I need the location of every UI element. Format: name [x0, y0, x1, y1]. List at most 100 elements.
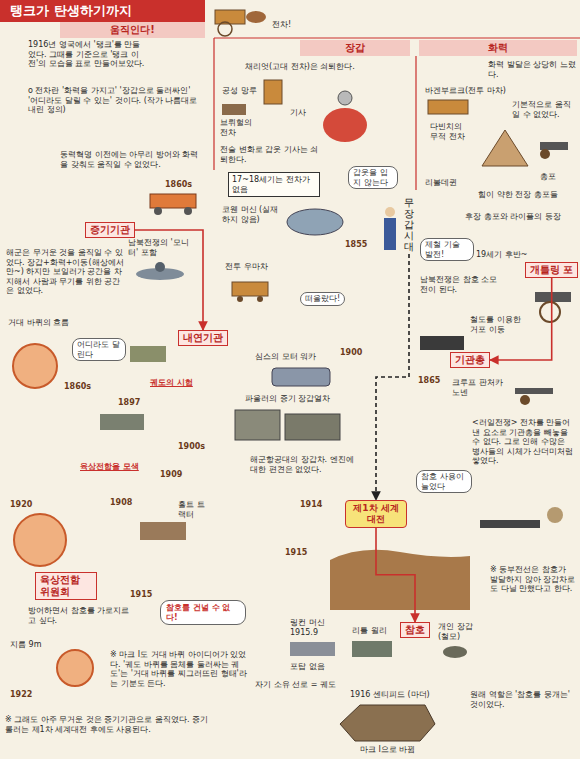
knight-figure — [323, 108, 367, 142]
category-box: 기관총 — [450, 352, 490, 368]
note-text: 개인 장갑 (철모) — [438, 622, 478, 641]
note-text: 링컨 머신 1915.9 — [290, 618, 345, 637]
giant-wheel — [14, 514, 66, 566]
wagenburg — [428, 100, 468, 114]
armored-train — [285, 414, 340, 440]
note-text: 전투 우마차 — [225, 262, 275, 272]
year-label: 1900s — [178, 442, 205, 452]
note-text: 심스의 모터 워카 — [255, 352, 316, 362]
note-text: 파울러의 증기 장갑열차 — [245, 394, 330, 404]
note-text: 방어하면서 참호를 가로지르고 싶다. — [28, 606, 133, 625]
cannon-figure — [540, 149, 550, 159]
node-text: 제1차 세계대전 — [350, 503, 402, 525]
note-text: 전술 변화로 갑옷 기사는 쇠퇴한다. — [220, 145, 320, 164]
knight-figure — [323, 91, 367, 142]
note-text: 1916 센티피드 (마더) — [350, 690, 430, 700]
soldier-figure — [384, 207, 396, 250]
note-text: o 전차란 '화력을 가지고' '장갑으로 둘러싸인' '어디라도 달릴 수 있… — [28, 86, 198, 115]
war-cart — [232, 282, 268, 296]
note-text: 마크 I으로 바뀜 — [360, 745, 415, 755]
cannon-figure — [540, 142, 568, 150]
note-text: 해군은 무거운 것을 움직일 수 있었다. 장갑+화력+이동(해상에서만~) 하… — [6, 248, 124, 296]
tractor-figure — [100, 346, 186, 540]
divider-line — [214, 38, 580, 190]
node-text: 개틀링 포 — [530, 264, 573, 276]
monitor-ship — [136, 262, 184, 280]
tractor-figure — [140, 522, 186, 540]
armored-train — [235, 410, 280, 440]
note-text: 원래 역할은 '참호를 뭉개는' 것이었다. — [470, 690, 575, 709]
year-label: 1914 — [300, 500, 322, 510]
header-band: 화력 — [419, 40, 577, 56]
year-label: 1915 — [130, 590, 152, 600]
krupp-gun — [515, 388, 553, 394]
node-text: 참호 — [405, 624, 425, 636]
node-text: 육상전함 위원회 — [40, 574, 92, 598]
note-text: 해군항공대의 장갑차. 엔진에 대한 편견은 없었다. — [250, 455, 360, 474]
gatling-gun — [540, 302, 560, 322]
early-tank — [290, 642, 335, 656]
brueghel-wagon — [222, 104, 246, 115]
divider-line — [213, 38, 214, 170]
node-text: 참호를 건널 수 없다! — [166, 603, 240, 622]
mark-one-tank — [340, 705, 435, 741]
soldier-figure — [385, 207, 395, 217]
gatling-gun — [535, 292, 571, 302]
header-band: 움직인다! — [60, 22, 205, 38]
year-label: 1865 — [418, 376, 440, 386]
note-text: 궤도의 시험 — [150, 378, 194, 388]
note-text: 기사 — [290, 108, 306, 118]
note-text: 힘이 약한 전장 총포들 — [478, 190, 576, 200]
node-text: 내연기관 — [183, 332, 223, 344]
category-box: 육상전함 위원회 — [35, 572, 97, 600]
year-label: 1909 — [160, 470, 182, 480]
year-label: 1915 — [285, 548, 307, 558]
early-tank — [352, 641, 392, 657]
machine-gunner — [547, 507, 563, 523]
sims-car — [272, 368, 330, 386]
year-label: 1855 — [345, 240, 367, 250]
divider-line — [415, 56, 416, 190]
steam-car — [154, 207, 162, 215]
year-label: 1860s — [165, 180, 192, 190]
speech-bubble: 갑옷을 입지 않는다 — [348, 166, 398, 189]
early-tank — [290, 641, 392, 657]
note-text: 크루프 판처카노넨 — [452, 378, 508, 397]
chariot-figure — [218, 22, 232, 36]
war-cart — [237, 296, 243, 302]
node-text: 무장갑시대 — [404, 197, 414, 252]
machine-gunner — [480, 520, 540, 528]
node-text: 장갑 — [304, 41, 406, 55]
siege-tower — [264, 80, 282, 104]
note-text: ※ 동부전선은 참호가 발달하지 않아 장갑차로도 다닐 만했다고 한다. — [490, 565, 576, 594]
note-text: 포탑 없음 — [290, 662, 325, 672]
note-text: <러일전쟁> 전차를 만들어 낸 요소로 기관총을 빼놓을 수 없다. 그로 인… — [472, 418, 575, 466]
header-band: 장갑 — [300, 40, 410, 56]
note-text: 브뤼헐의 전차 — [220, 118, 260, 137]
war-cart — [232, 282, 268, 302]
chariot-figure — [246, 11, 266, 23]
krupp-gun — [520, 395, 530, 405]
steam-car — [150, 194, 196, 215]
cannon-figure — [540, 142, 568, 159]
note-box: 17~18세기는 전차가 없음 — [228, 172, 320, 197]
steam-car — [184, 207, 192, 215]
node-text: 움직인다! — [64, 23, 201, 37]
mark-one-tank — [340, 705, 435, 741]
note-text: 코웬 머신 (실재하지 않음) — [222, 205, 280, 224]
note-text: 바겐부르크(전투 마차) — [425, 86, 506, 96]
note-text: 전차! — [272, 20, 291, 30]
event-burst: 제1차 세계대전 — [345, 500, 407, 528]
trench-figure — [330, 550, 470, 610]
category-box: 참호 — [400, 622, 430, 638]
armored-train — [235, 410, 340, 440]
node-text: 화력 — [423, 41, 573, 55]
note-text: 총포 — [540, 172, 556, 182]
speech-bubble: 떠올랐다! — [300, 292, 345, 306]
note-text: 공성 망루 — [222, 86, 257, 96]
chariot-figure — [215, 10, 266, 36]
brueghel-wagon — [222, 104, 246, 115]
note-text: 지름 9m — [10, 640, 41, 650]
davinci-tank — [482, 130, 528, 166]
